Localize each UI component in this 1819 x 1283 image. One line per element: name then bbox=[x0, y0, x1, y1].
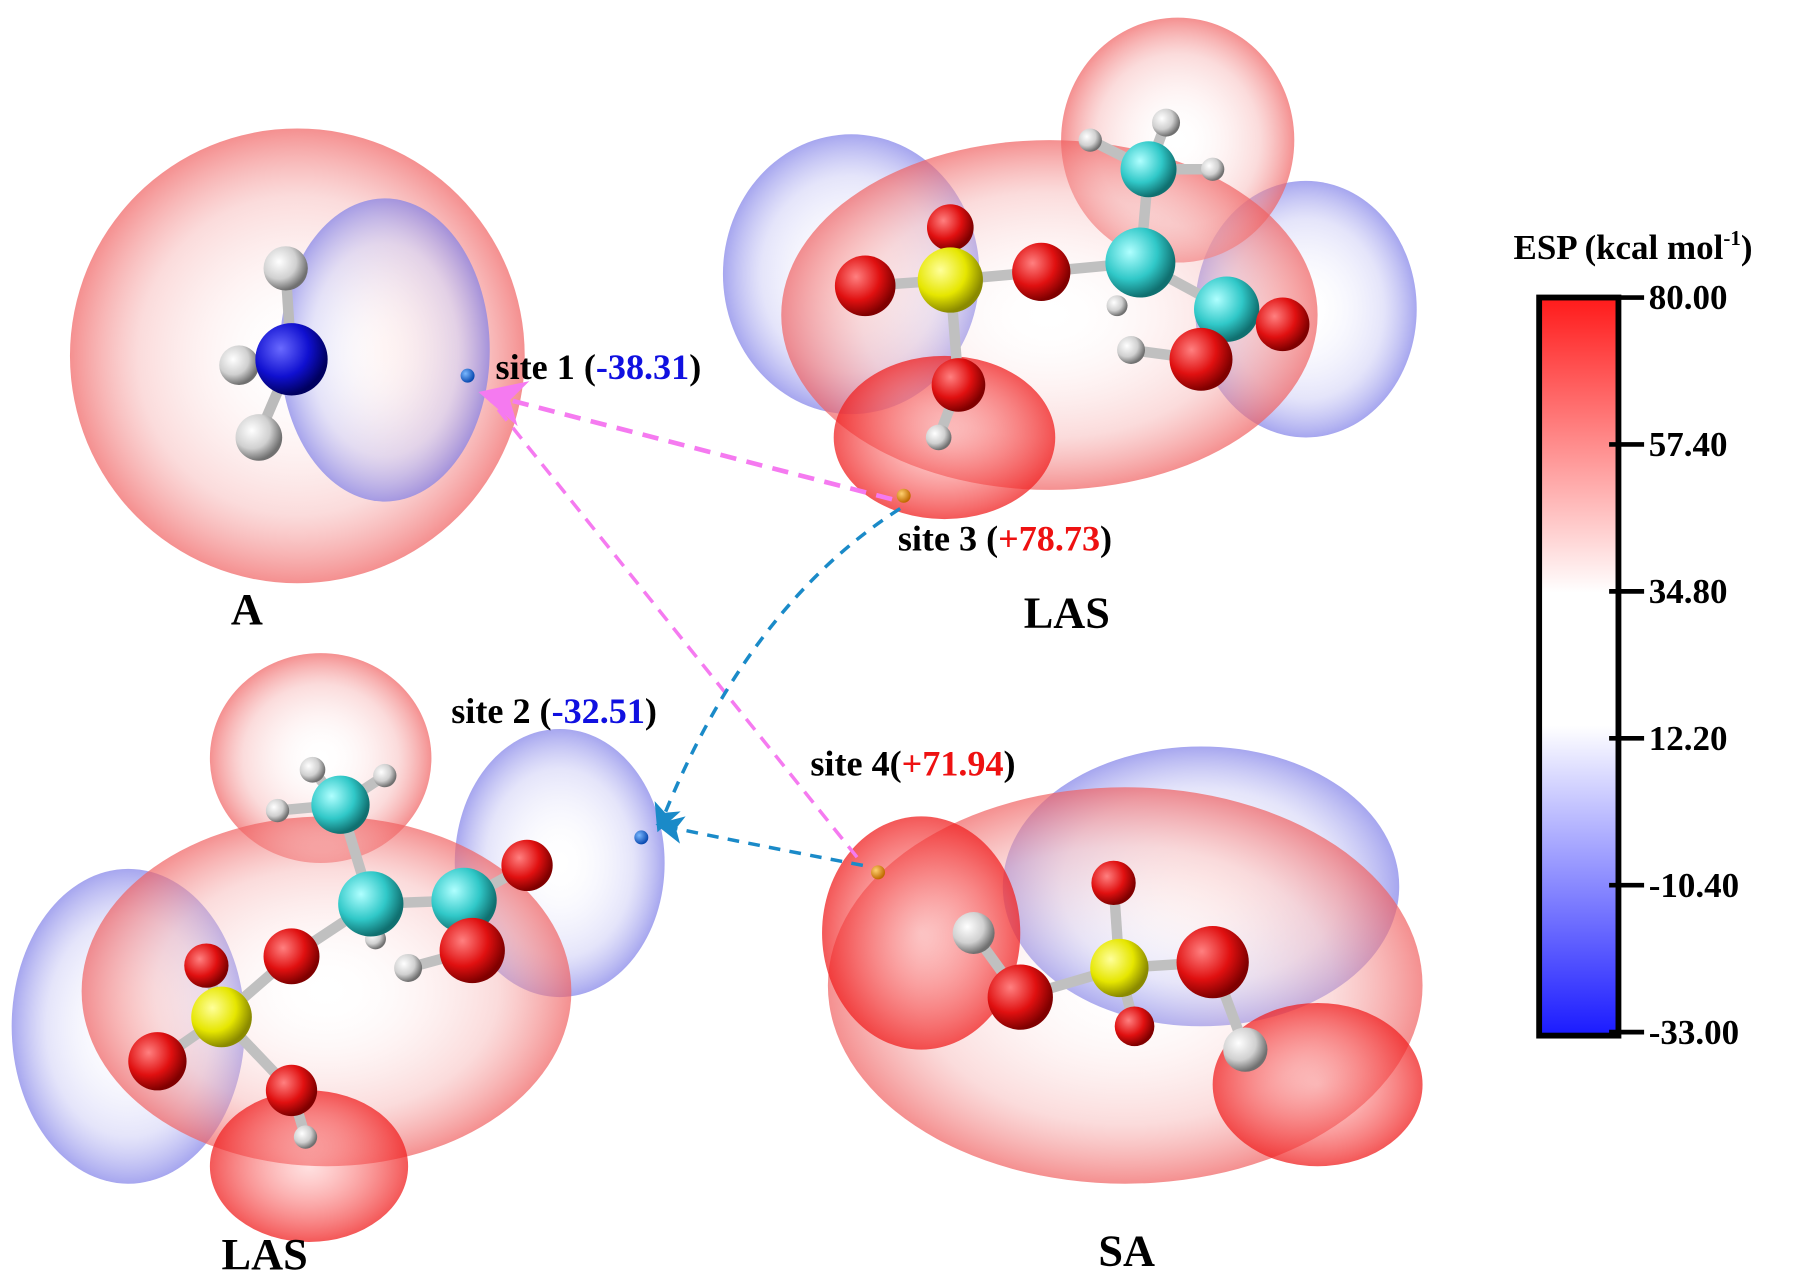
oxygen-atom bbox=[1169, 327, 1233, 391]
hydrogen-atom bbox=[1201, 157, 1225, 181]
oxygen-atom bbox=[1255, 297, 1310, 352]
molecule-label-las-bottom: LAS bbox=[222, 1230, 308, 1279]
hydrogen-atom bbox=[373, 763, 397, 788]
site-1-marker bbox=[460, 368, 475, 383]
hydrogen-atom bbox=[1223, 1027, 1268, 1072]
oxygen-atom bbox=[926, 204, 974, 251]
hydrogen-atom bbox=[293, 1125, 318, 1149]
hydrogen-atom bbox=[265, 798, 290, 823]
oxygen-atom bbox=[1114, 1006, 1155, 1047]
colorbar-tick-label: 34.80 bbox=[1649, 572, 1728, 611]
molecule-label-las-top: LAS bbox=[1024, 589, 1110, 638]
carbon-atom bbox=[311, 775, 370, 834]
site-4-marker bbox=[871, 865, 886, 880]
oxygen-atom bbox=[184, 943, 229, 988]
arrow-site4-to-site2 bbox=[655, 816, 864, 868]
nitrogen-atom bbox=[255, 323, 328, 396]
arrow-site4-to-site1 bbox=[488, 397, 859, 859]
molecule-las-top: LAS bbox=[722, 17, 1417, 638]
oxygen-atom bbox=[987, 964, 1053, 1030]
site-3-label: site 3 (+78.73) bbox=[898, 519, 1112, 559]
colorbar-tick-label: -10.40 bbox=[1649, 866, 1739, 905]
site-2-marker bbox=[634, 830, 649, 845]
hydrogen-atom bbox=[952, 912, 995, 954]
hydrogen-atom bbox=[1106, 295, 1128, 317]
site-2-label: site 2 (-32.51) bbox=[451, 691, 657, 731]
oxygen-atom bbox=[128, 1032, 187, 1091]
oxygen-atom bbox=[501, 839, 553, 892]
sulfur-atom bbox=[191, 986, 252, 1048]
molecule-label-sa: SA bbox=[1098, 1226, 1155, 1275]
oxygen-atom bbox=[1176, 926, 1249, 999]
sulfur-atom bbox=[1090, 938, 1149, 998]
site-3-marker bbox=[896, 488, 911, 503]
colorbar-ticks: 80.00 57.40 34.80 12.20 -10.40 -33.00 bbox=[1609, 278, 1739, 1052]
esp-surface-negative bbox=[279, 198, 490, 502]
carbon-atom bbox=[431, 867, 497, 934]
esp-surface bbox=[209, 653, 432, 864]
esp-surface-positive bbox=[209, 1090, 409, 1243]
oxygen-atom bbox=[1012, 242, 1071, 302]
carbon-atom bbox=[1194, 276, 1260, 342]
molecule-las-bottom: LAS bbox=[11, 653, 665, 1279]
oxygen-atom bbox=[834, 255, 896, 317]
oxygen-atom bbox=[263, 928, 320, 985]
carbon-atom bbox=[1120, 141, 1177, 198]
interaction-arrows bbox=[478, 381, 902, 868]
hydrogen-atom bbox=[1117, 336, 1146, 364]
carbon-atom bbox=[338, 871, 404, 937]
hydrogen-atom bbox=[235, 414, 283, 461]
hydrogen-atom bbox=[219, 345, 259, 385]
colorbar-tick-label: 80.00 bbox=[1649, 278, 1728, 317]
hydrogen-atom bbox=[299, 756, 326, 783]
sulfur-atom bbox=[917, 247, 983, 313]
oxygen-atom bbox=[265, 1064, 318, 1117]
hydrogen-atom bbox=[1078, 128, 1102, 152]
esp-surface-positive bbox=[1212, 1002, 1423, 1167]
colorbar-gradient bbox=[1536, 294, 1622, 1039]
hydrogen-atom bbox=[394, 953, 423, 982]
molecule-sa: SA bbox=[822, 746, 1423, 1275]
colorbar-title: ESP (kcal mol-1) bbox=[1514, 226, 1753, 267]
oxygen-atom bbox=[931, 358, 986, 412]
molecule-label-a: A bbox=[231, 585, 263, 634]
arrow-site3-to-site1 bbox=[478, 381, 893, 502]
oxygen-atom bbox=[439, 917, 505, 984]
colorbar-tick-label: 12.20 bbox=[1649, 719, 1728, 758]
hydrogen-atom bbox=[925, 424, 952, 451]
oxygen-atom bbox=[1091, 860, 1136, 906]
colorbar-tick-label: 57.40 bbox=[1649, 425, 1728, 464]
colorbar-tick-label: -33.00 bbox=[1649, 1013, 1739, 1052]
carbon-atom bbox=[1105, 227, 1176, 298]
hydrogen-atom bbox=[263, 246, 308, 291]
arrow-site3-to-site2 bbox=[654, 507, 902, 833]
molecule-a: A bbox=[69, 128, 525, 634]
colorbar: ESP (kcal mol-1) 80.00 57.40 34.80 12.20 -10… bbox=[1514, 226, 1753, 1052]
site-1-label: site 1 (-38.31) bbox=[496, 347, 702, 387]
hydrogen-atom bbox=[1152, 108, 1181, 137]
site-4-label: site 4(+71.94) bbox=[810, 744, 1015, 784]
